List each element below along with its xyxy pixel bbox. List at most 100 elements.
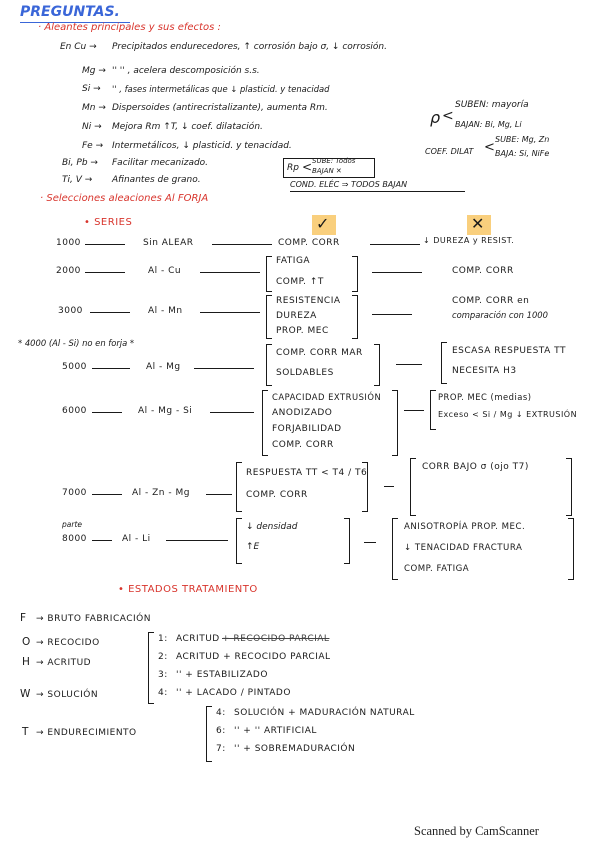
brace bbox=[236, 462, 242, 512]
connector bbox=[372, 314, 412, 315]
connector bbox=[90, 312, 130, 313]
brace bbox=[148, 632, 154, 704]
cross-icon: ✕ bbox=[471, 214, 485, 233]
connector bbox=[92, 412, 122, 413]
series-pro: ANODIZADO bbox=[272, 408, 333, 418]
substate-text: '' + ESTABILIZADO bbox=[176, 670, 268, 680]
brace bbox=[206, 706, 212, 762]
series-pro: SOLDABLES bbox=[276, 368, 334, 378]
series-number: 1000 bbox=[56, 238, 81, 248]
series-alloy: Al - Mg - Si bbox=[138, 406, 193, 416]
alloy-effect: '' , fases intermetálicas que ↓ plastici… bbox=[112, 84, 330, 94]
series-alloy: Al - Li bbox=[122, 534, 151, 544]
brace bbox=[266, 295, 272, 339]
brace bbox=[410, 458, 416, 516]
series-alloy: Al - Mg bbox=[146, 362, 181, 372]
series-pro: DUREZA bbox=[276, 311, 317, 321]
alloy-element: Bi, Pb → bbox=[62, 158, 98, 168]
alloy-element: Ni → bbox=[82, 122, 102, 132]
alloy-element: Mn → bbox=[82, 103, 106, 113]
brace bbox=[262, 390, 268, 456]
less-than-brace: < bbox=[302, 160, 313, 174]
substate-text: ACRITUD bbox=[176, 634, 220, 644]
connector bbox=[92, 494, 122, 495]
series-pro: RESISTENCIA bbox=[276, 296, 341, 306]
alloy-effect: '' '' , acelera descomposición s.s. bbox=[112, 66, 260, 76]
connector bbox=[210, 412, 254, 413]
series-number: 6000 bbox=[62, 406, 87, 416]
series-pro: PROP. MEC bbox=[276, 326, 329, 336]
series-con: COMP. FATIGA bbox=[404, 564, 470, 574]
series-con: ↓ TENACIDAD FRACTURA bbox=[404, 543, 523, 553]
brace bbox=[441, 342, 447, 384]
series-pro: FORJABILIDAD bbox=[272, 424, 342, 434]
page-title: PREGUNTAS. bbox=[20, 4, 120, 20]
connector bbox=[364, 542, 376, 543]
series-number: 8000 bbox=[62, 534, 87, 544]
state-code: O bbox=[22, 636, 31, 648]
brace bbox=[374, 344, 380, 386]
connector bbox=[370, 244, 420, 245]
series-heading: • SERIES bbox=[84, 217, 133, 228]
note-4000: * 4000 (Al - Si) no en forja * bbox=[18, 338, 135, 348]
substate-number: 1: bbox=[158, 634, 168, 644]
alloy-element: Mg → bbox=[82, 66, 106, 76]
series-con: comparación con 1000 bbox=[452, 310, 548, 320]
coef-label: COEF. DILAT bbox=[425, 147, 474, 156]
series-pro: ↑E bbox=[246, 542, 260, 552]
series-con: ANISOTROPÍA PROP. MEC. bbox=[404, 522, 526, 532]
series-alloy: Sin ALEAR bbox=[143, 238, 194, 248]
state-code: H bbox=[22, 656, 31, 668]
state-desc: → SOLUCIÓN bbox=[36, 690, 99, 700]
substate-number: 2: bbox=[158, 652, 168, 662]
substate-number: 6: bbox=[216, 726, 226, 736]
alloy-effect: Afinantes de grano. bbox=[112, 175, 201, 185]
substate-number: 3: bbox=[158, 670, 168, 680]
series-con: PROP. MEC (medias) bbox=[438, 392, 532, 402]
substate-number: 4: bbox=[158, 688, 168, 698]
alloy-effect: Dispersoides (antirecristalizante), aume… bbox=[112, 103, 328, 113]
title-underline bbox=[20, 22, 130, 23]
series-con: CORR BAJO σ (ojo T7) bbox=[422, 462, 529, 472]
substate-number: 4: bbox=[216, 708, 226, 718]
series-number: 3000 bbox=[58, 306, 83, 316]
connector bbox=[206, 494, 232, 495]
rp-bajan: BAJAN ✕ bbox=[312, 167, 342, 175]
series-pro: COMP. CORR bbox=[278, 238, 340, 248]
brace bbox=[430, 390, 436, 430]
brace bbox=[392, 390, 398, 456]
highlight bbox=[467, 215, 491, 235]
alloy-effect: Intermetálicos, ↓ plasticid. y tenacidad… bbox=[112, 141, 292, 151]
scanner-watermark: Scanned by CamScanner bbox=[414, 824, 539, 838]
series-con: ESCASA RESPUESTA TT bbox=[452, 346, 566, 356]
alloy-element: Si → bbox=[82, 84, 101, 94]
underline bbox=[290, 191, 465, 192]
series-pro: COMP. CORR bbox=[246, 490, 308, 500]
coef-baja: BAJA: Si, NiFe bbox=[495, 149, 550, 158]
series-con: Exceso < Si / Mg ↓ EXTRUSIÓN bbox=[438, 410, 578, 419]
connector bbox=[166, 540, 228, 541]
series-pro: CAPACIDAD EXTRUSIÓN bbox=[272, 392, 382, 402]
series-con: COMP. CORR en bbox=[452, 296, 530, 306]
series-alloy: Al - Cu bbox=[148, 266, 182, 276]
rp-label: Rp bbox=[287, 163, 299, 173]
brace bbox=[352, 295, 358, 339]
state-code: T bbox=[22, 726, 29, 738]
series-con: COMP. CORR bbox=[452, 266, 514, 276]
connector bbox=[85, 244, 125, 245]
connector bbox=[396, 364, 422, 365]
series-pro: COMP. CORR MAR bbox=[276, 348, 363, 358]
series-con: NECESITA H3 bbox=[452, 366, 517, 376]
brace bbox=[568, 518, 574, 580]
alloy-effect: Precipitados endurecedores, ↑ corrosión … bbox=[112, 42, 387, 52]
substate-number: 7: bbox=[216, 744, 226, 754]
rho-sube: SUBEN: mayoría bbox=[455, 100, 529, 110]
connector bbox=[92, 540, 112, 541]
state-desc: → RECOCIDO bbox=[36, 638, 100, 648]
substate-strike: + RECOCIDO PARCIAL bbox=[222, 634, 330, 644]
connector bbox=[200, 312, 260, 313]
alloy-element: En Cu → bbox=[60, 42, 97, 52]
brace bbox=[266, 344, 272, 386]
series-alloy: Al - Zn - Mg bbox=[132, 488, 190, 498]
connector bbox=[92, 368, 130, 369]
